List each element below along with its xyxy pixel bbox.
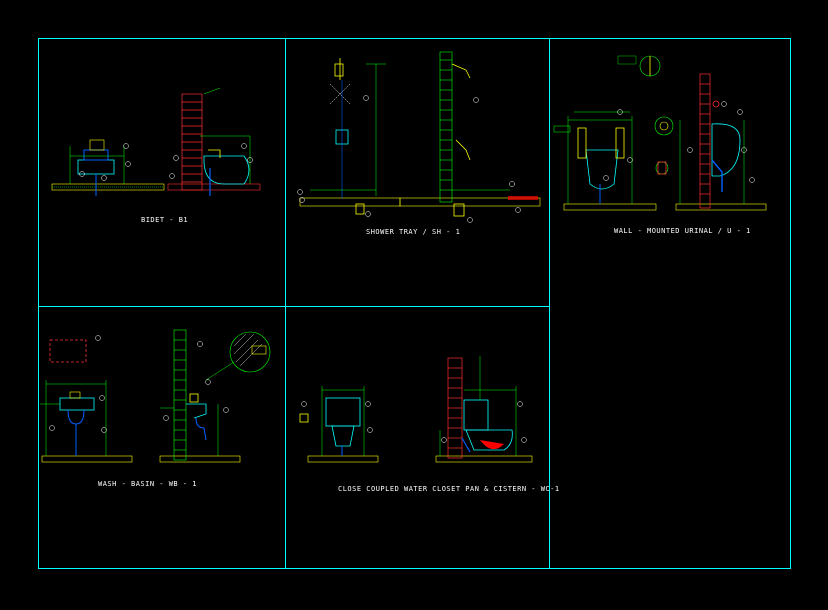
- sheet-frame: [38, 38, 791, 569]
- bidet-drawing: [51, 87, 261, 196]
- shower-drawing: [297, 51, 541, 223]
- wash-basin-drawing: [40, 329, 271, 463]
- shower-caption: SHOWER TRAY / SH - 1: [366, 228, 461, 236]
- wash-basin-caption: WASH - BASIN - WB - 1: [98, 480, 198, 488]
- bidet-caption: BIDET - B1: [141, 216, 189, 224]
- water-closet-drawing: [299, 356, 533, 463]
- urinal-caption: WALL - MOUNTED URINAL / U - 1: [614, 227, 751, 235]
- urinal-drawing: [553, 55, 767, 211]
- water-closet-caption: CLOSE COUPLED WATER CLOSET PAN & CISTERN…: [338, 485, 560, 493]
